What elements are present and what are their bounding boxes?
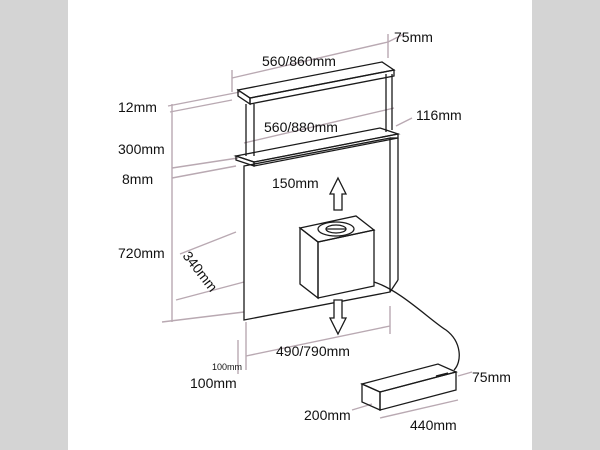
hood-body xyxy=(233,61,401,321)
label-box-depth: 200mm xyxy=(304,407,351,423)
label-body-width: 560/880mm xyxy=(264,119,338,135)
control-box xyxy=(360,363,458,412)
label-bottom-offset-small: 100mm xyxy=(212,362,242,372)
airflow-arrow-up-icon xyxy=(328,176,348,211)
label-box-width: 440mm xyxy=(410,417,457,433)
power-cable xyxy=(373,281,460,371)
drawing-sheet xyxy=(68,0,532,450)
label-rise-height: 300mm xyxy=(118,141,165,157)
label-lid-thickness: 12mm xyxy=(118,99,157,115)
label-total-height: 720mm xyxy=(118,245,165,261)
label-top-width: 560/860mm xyxy=(262,53,336,69)
motor-box xyxy=(298,215,376,300)
label-bottom-width: 490/790mm xyxy=(276,343,350,359)
label-motor-depth: 340mm xyxy=(180,248,221,295)
left-margin xyxy=(0,0,68,450)
label-bottom-offset: 100mm xyxy=(190,375,237,391)
right-margin xyxy=(532,0,600,450)
label-top-depth: 75mm xyxy=(394,29,433,45)
label-body-depth: 116mm xyxy=(416,107,462,123)
label-trim-thickness: 8mm xyxy=(122,171,153,187)
label-box-height: 75mm xyxy=(472,369,511,385)
airflow-arrow-down-icon xyxy=(328,299,348,336)
label-fan-diameter: 150mm xyxy=(272,175,319,191)
dimension-lines xyxy=(161,33,473,419)
